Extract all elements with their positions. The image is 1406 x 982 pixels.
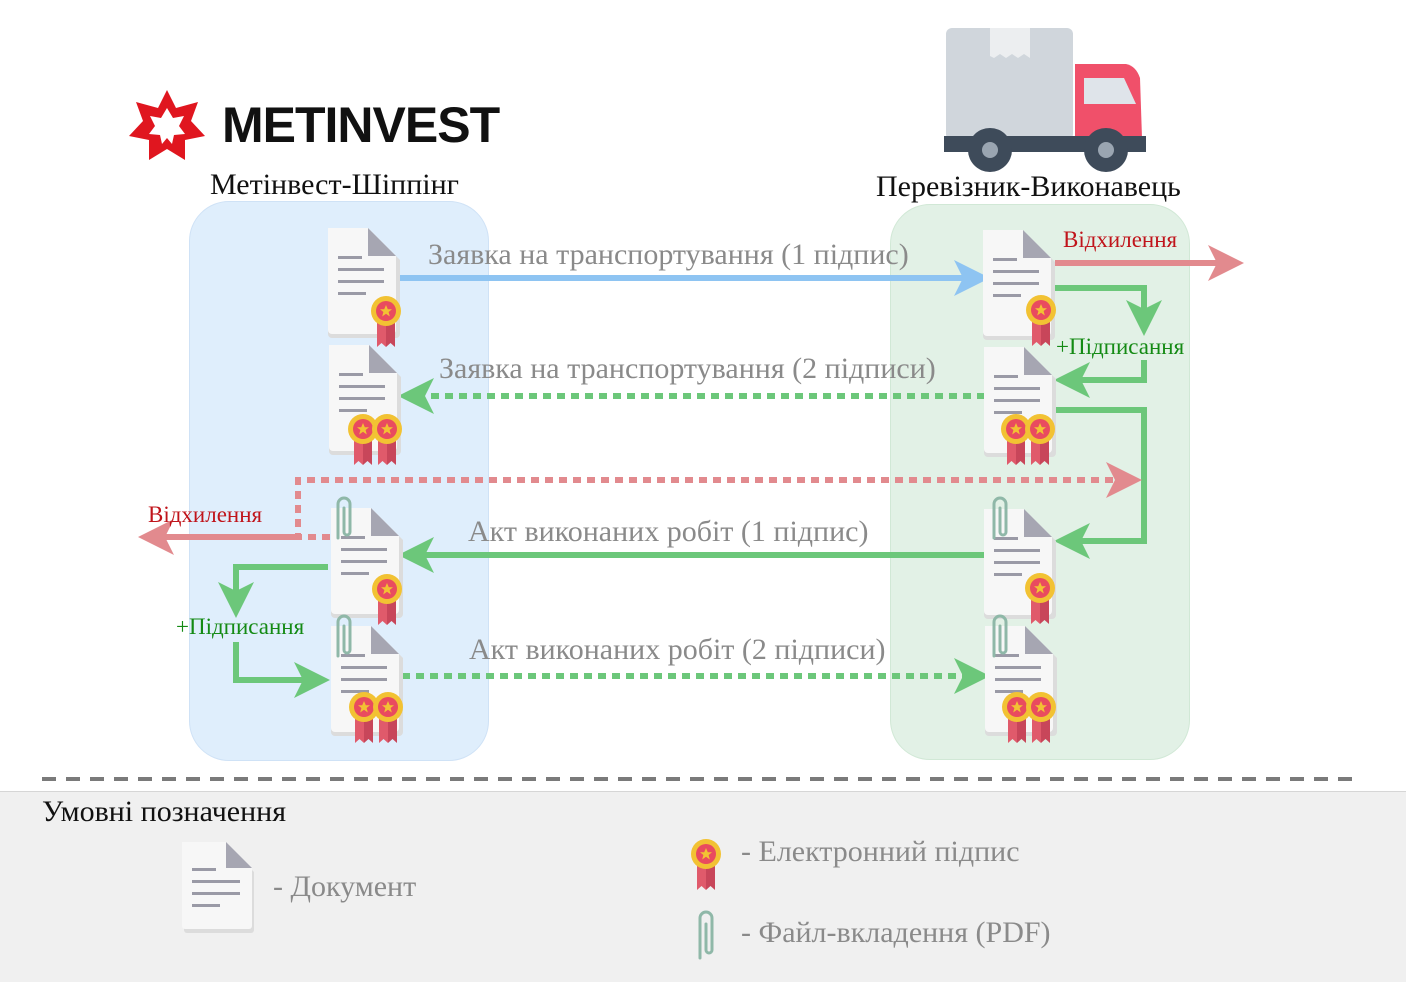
sign-right-label: +Підписання bbox=[1056, 334, 1185, 359]
truck-icon bbox=[944, 28, 1146, 172]
arrow-sign-left-1 bbox=[218, 564, 328, 618]
legend-title: Умовні позначення bbox=[42, 795, 287, 828]
legend-document-icon bbox=[182, 842, 254, 933]
message-act-2: Акт виконаних робіт (2 підписи) bbox=[469, 633, 886, 666]
message-request-2: Заявка на транспортування (2 підписи) bbox=[439, 352, 936, 385]
arrow-sign-right-2 bbox=[1054, 360, 1147, 398]
message-act-1: Акт виконаних робіт (1 підпис) bbox=[468, 515, 869, 548]
message-request-1: Заявка на транспортування (1 підпис) bbox=[428, 238, 909, 271]
sign-left-label: +Підписання bbox=[176, 614, 305, 639]
legend-attachment-label: - Файл-вкладення (PDF) bbox=[741, 916, 1051, 949]
arrow-sign-left-2 bbox=[233, 642, 330, 698]
arrow-sign-right-1 bbox=[1055, 285, 1162, 336]
left-party-label: Метінвест-Шіппінг bbox=[210, 168, 459, 201]
legend-signature-label: - Електронний підпис bbox=[741, 835, 1020, 868]
arrow-reject-left-notify bbox=[295, 462, 1142, 540]
reject-right-label: Відхилення bbox=[1063, 227, 1178, 252]
metinvest-logo-text: METINVEST bbox=[222, 97, 500, 153]
legend-paperclip-icon bbox=[698, 910, 714, 960]
legend-document-label: - Документ bbox=[273, 870, 417, 903]
right-party-label: Перевізник-Виконавець bbox=[876, 170, 1181, 203]
legend-signature-icon bbox=[691, 839, 721, 890]
reject-left-label: Відхилення bbox=[148, 502, 263, 527]
arrow-create-act bbox=[1054, 407, 1147, 559]
metinvest-star-icon bbox=[129, 90, 205, 160]
